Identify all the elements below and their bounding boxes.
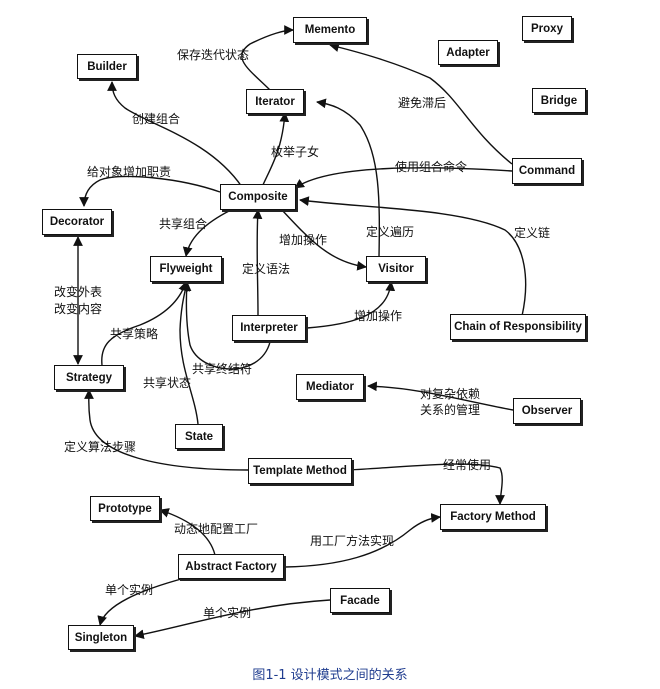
label-change-skin: 改变外表: [54, 285, 103, 299]
label-implement-using-factory-method: 用工厂方法实现: [310, 534, 395, 548]
node-chain-of-responsibility: Chain of Responsibility: [450, 314, 586, 340]
label-complex-dependency-1: 对复杂依赖: [420, 387, 481, 401]
edge-template-factory: [347, 463, 505, 505]
node-template-method: Template Method: [248, 458, 352, 484]
node-factory-method: Factory Method: [440, 504, 546, 530]
edge-observer-mediator: [367, 381, 514, 411]
label-enumerate-children: 枚举子女: [271, 145, 320, 159]
edge-chain-composite: [299, 196, 527, 317]
edge-strategy-flyweight: [101, 281, 188, 366]
label-share-states: 共享状态: [143, 376, 192, 390]
node-builder: Builder: [77, 54, 137, 79]
label-save-iteration-state: 保存迭代状态: [177, 48, 250, 62]
node-decorator: Decorator: [42, 209, 112, 235]
label-add-operations-2: 增加操作: [354, 309, 403, 323]
label-define-chain: 定义链: [514, 226, 551, 240]
edge-visitor-iterator: [316, 98, 381, 258]
node-strategy: Strategy: [54, 365, 124, 390]
label-add-responsibilities: 给对象增加职责: [87, 165, 172, 179]
label-configure-factory-dynamically: 动态地配置工厂: [174, 522, 259, 536]
label-complex-dependency-2: 关系的管理: [420, 403, 481, 417]
label-share-terminals: 共享终结符: [192, 362, 253, 376]
label-single-instance-1: 单个实例: [105, 583, 154, 597]
label-define-grammar: 定义语法: [242, 262, 291, 276]
node-flyweight: Flyweight: [150, 256, 222, 282]
node-abstract-factory: Abstract Factory: [178, 554, 284, 579]
label-change-guts: 改变内容: [54, 302, 103, 316]
label-avoid-lag: 避免滞后: [398, 96, 447, 110]
node-state: State: [175, 424, 223, 449]
node-facade: Facade: [330, 588, 390, 613]
edge-interpreter-composite: [252, 209, 263, 316]
edge-interpreter-flyweight: [181, 281, 271, 370]
node-interpreter: Interpreter: [232, 315, 306, 341]
label-share-composite: 共享组合: [159, 217, 208, 231]
edge-composite-visitor: [281, 209, 367, 271]
label-create-composite: 创建组合: [132, 112, 181, 126]
node-composite: Composite: [220, 184, 296, 210]
edge-facade-singleton: [134, 599, 331, 640]
edge-interpreter-visitor: [306, 281, 396, 329]
label-use-composite-command: 使用组合命令: [395, 160, 468, 174]
edge-composite-flyweight: [182, 207, 236, 257]
node-command: Command: [512, 158, 582, 184]
label-define-traversal: 定义遍历: [366, 225, 415, 239]
figure-caption: 图1-1 设计模式之间的关系: [252, 668, 408, 683]
label-add-operations-1: 增加操作: [279, 233, 328, 247]
node-visitor: Visitor: [366, 256, 426, 282]
edge-state-flyweight: [179, 281, 199, 425]
label-often-uses: 经常使用: [443, 458, 492, 472]
node-adapter: Adapter: [438, 40, 498, 65]
node-bridge: Bridge: [532, 88, 586, 113]
edge-composite-decorator: [79, 175, 221, 207]
edge-abstract-prototype: [159, 508, 216, 556]
node-mediator: Mediator: [296, 374, 364, 400]
node-observer: Observer: [513, 398, 581, 424]
node-prototype: Prototype: [90, 496, 160, 521]
edge-abstract-singleton: [97, 577, 186, 626]
node-singleton: Singleton: [68, 625, 134, 650]
edge-command-composite: [294, 167, 513, 189]
edge-command-memento: [329, 42, 513, 165]
node-memento: Memento: [293, 17, 367, 43]
edge-abstract-factory: [284, 513, 441, 568]
node-proxy: Proxy: [522, 16, 572, 41]
label-single-instance-2: 单个实例: [203, 606, 252, 620]
label-share-strategies: 共享策略: [110, 327, 159, 341]
edge-iterator-memento: [241, 25, 294, 93]
edge-template-strategy: [84, 389, 249, 471]
edge-composite-iterator: [261, 112, 290, 188]
node-iterator: Iterator: [246, 89, 304, 114]
label-define-algorithm-steps: 定义算法步骤: [64, 440, 137, 454]
edge-composite-builder: [107, 81, 243, 188]
